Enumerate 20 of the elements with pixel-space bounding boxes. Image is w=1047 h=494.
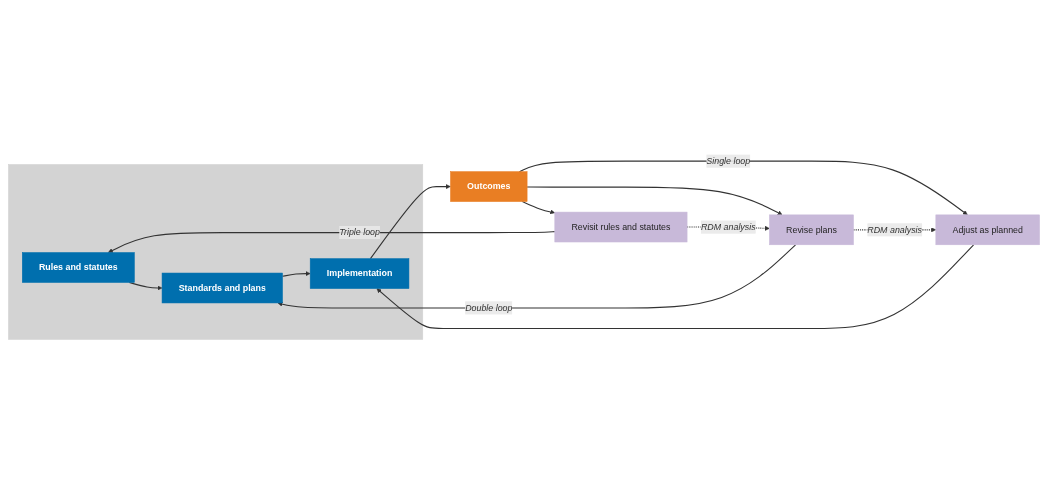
arrow [107, 231, 555, 253]
arrow [369, 184, 451, 260]
arrow [376, 244, 974, 329]
node-box: Revise plans [768, 214, 854, 246]
edge-label: Double loop [464, 302, 512, 313]
edge-label: Single loop [705, 156, 750, 166]
node-box: Rules and statutes [21, 252, 135, 283]
node-box: Implementation [309, 258, 409, 289]
edge-label: Triple loop [338, 227, 380, 238]
node-box: Outcomes [449, 171, 527, 202]
arrow [521, 201, 555, 215]
arrow [281, 271, 310, 277]
edge-label: RDM analysis [866, 224, 922, 235]
arrow [277, 244, 796, 309]
node-box: Adjust as planned [935, 214, 1040, 246]
arrow [526, 186, 782, 216]
node-box: Standards and plans [161, 272, 283, 304]
edge-label: RDM analysis [700, 222, 756, 232]
node-box: Revisit rules and statutes [554, 211, 687, 243]
cluster [7, 164, 423, 340]
